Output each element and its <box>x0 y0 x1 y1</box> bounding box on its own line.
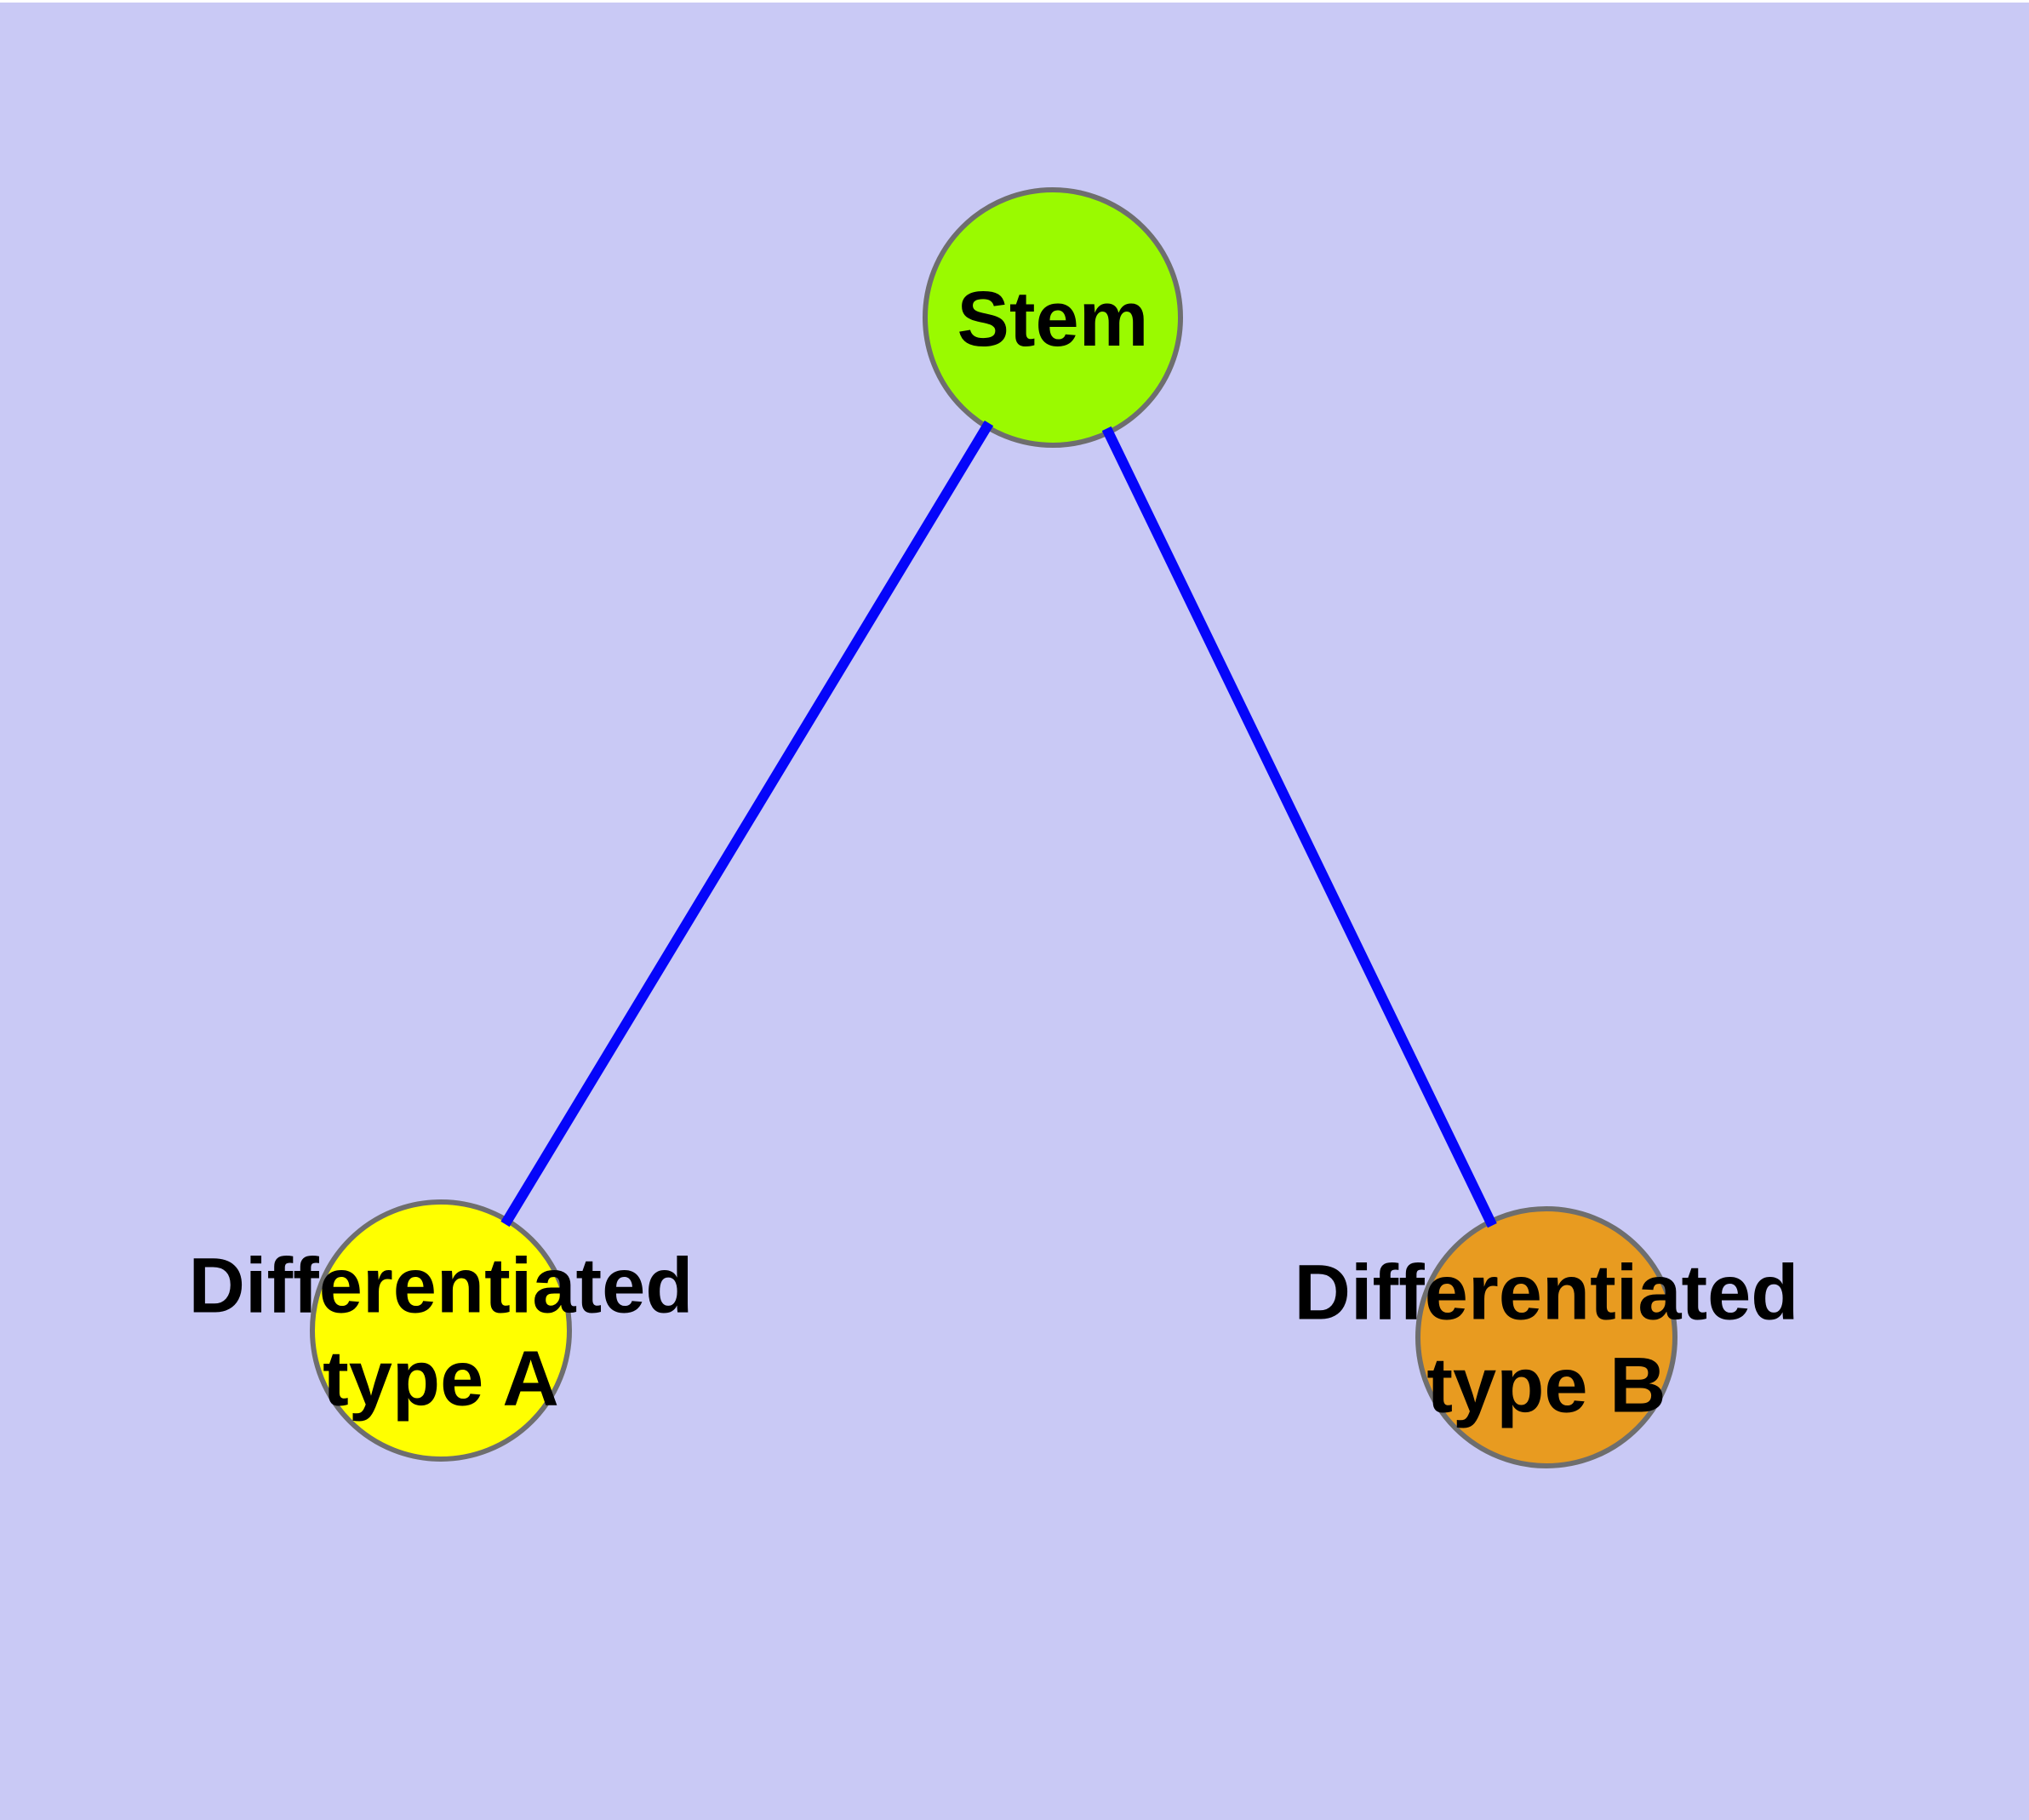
edge-stem-type-b <box>1101 426 1497 1228</box>
edge-stem-type-a <box>500 421 994 1228</box>
node-stem-circle <box>923 187 1183 448</box>
node-type-a-label-line-1: Differentiated <box>189 1243 694 1330</box>
node-type-b-circle <box>1415 1206 1677 1468</box>
top-edge-strip <box>0 0 2029 3</box>
node-type-a-circle <box>310 1199 572 1462</box>
node-type-b-label-line-1: Differentiated <box>1295 1250 1799 1336</box>
node-type-a-label-line-2: type A <box>323 1336 559 1422</box>
node-type-b-label-line-2: type B <box>1426 1342 1666 1429</box>
node-stem-label-line-1: Stem <box>957 276 1149 363</box>
node-stem-label: Stem <box>957 276 1149 363</box>
